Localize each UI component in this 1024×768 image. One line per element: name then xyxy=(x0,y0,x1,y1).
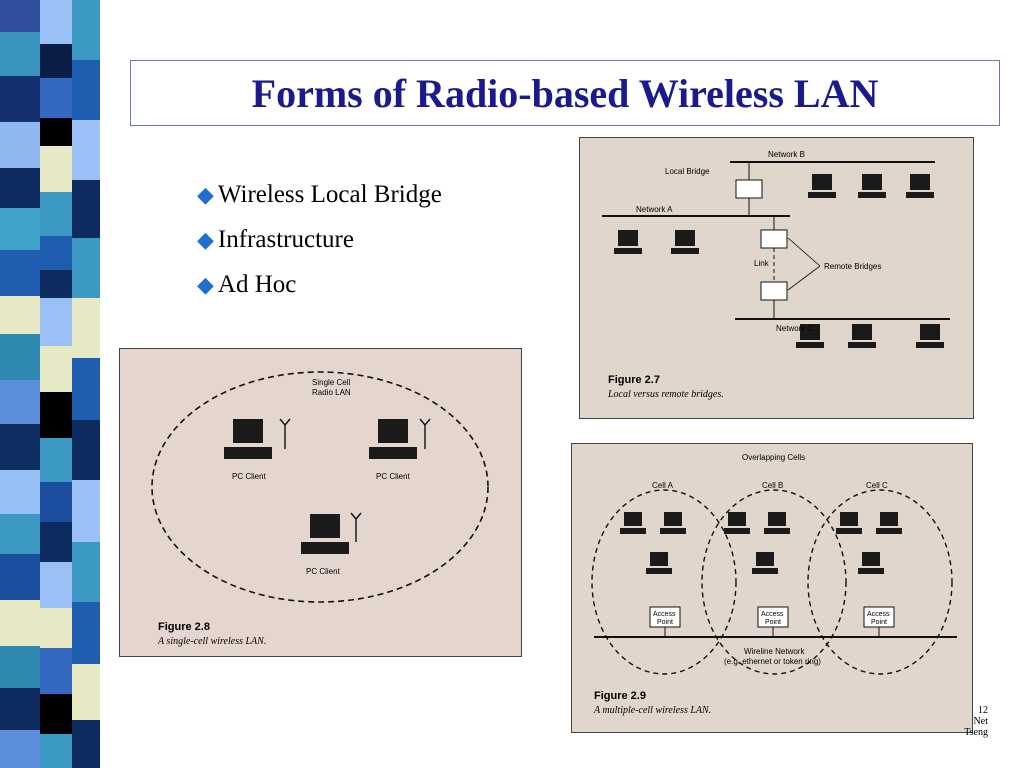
figure-multi-cell-scan: Overlapping Cells Cell A Cell B Cell C A… xyxy=(571,443,973,733)
pc-client-label: PC Client xyxy=(232,472,267,481)
network-a-label: Network A xyxy=(636,205,673,214)
access-point-label: Point xyxy=(871,619,887,626)
pc-client-label: PC Client xyxy=(376,472,411,481)
decorative-stripe-bar xyxy=(0,0,100,768)
bullet-item: ◆ Wireless Local Bridge xyxy=(197,172,442,217)
local-bridge-label: Local Bridge xyxy=(665,167,710,176)
slide-number: 12 xyxy=(978,705,988,716)
cell-a-label: Cell A xyxy=(652,481,674,490)
link-label: Link xyxy=(754,259,770,268)
figure-caption: Local versus remote bridges. xyxy=(607,389,724,400)
figure-number: Figure 2.9 xyxy=(594,690,646,702)
slide-footer: 12 Net Tseng xyxy=(964,705,988,738)
wireline-network-label: Wireline Network xyxy=(744,647,805,656)
bullet-item: ◆ Infrastructure xyxy=(197,217,442,262)
bullet-item: ◆ Ad Hoc xyxy=(197,262,442,307)
figure-single-cell-scan: Single Cell Radio LAN PC Client PC Clien… xyxy=(119,348,522,657)
network-b-label: Network B xyxy=(768,150,805,159)
figure-bridges-scan: Network B Local Bridge Network A Link Re… xyxy=(579,137,974,419)
bullet-label: Wireless Local Bridge xyxy=(217,181,442,208)
remote-bridges-label: Remote Bridges xyxy=(824,262,881,271)
figure-caption: A single-cell wireless LAN. xyxy=(157,636,266,647)
access-point-label: Access xyxy=(761,611,784,618)
overlapping-cells-label: Overlapping Cells xyxy=(742,453,805,462)
diamond-bullet-icon: ◆ xyxy=(197,227,214,252)
radio-lan-label: Radio LAN xyxy=(312,388,351,397)
bullet-label: Ad Hoc xyxy=(217,271,297,298)
figure-bridges-image: Network B Local Bridge Network A Link Re… xyxy=(580,138,973,418)
title-box: Forms of Radio-based Wireless LAN xyxy=(130,60,1000,126)
figure-number: Figure 2.7 xyxy=(608,374,660,386)
figure-caption: A multiple-cell wireless LAN. xyxy=(593,705,711,716)
bullet-label: Infrastructure xyxy=(217,226,354,253)
diamond-bullet-icon: ◆ xyxy=(197,272,214,297)
bullet-list: ◆ Wireless Local Bridge ◆ Infrastructure… xyxy=(197,172,442,307)
access-point-label: Access xyxy=(653,611,676,618)
single-cell-label: Single Cell xyxy=(312,378,350,387)
network-c-label: Network C xyxy=(776,324,814,333)
figure-multi-cell-image: Overlapping Cells Cell A Cell B Cell C A… xyxy=(572,444,972,732)
access-point-label: Point xyxy=(765,619,781,626)
page-title: Forms of Radio-based Wireless LAN xyxy=(251,70,879,116)
access-point-label: Access xyxy=(867,611,890,618)
access-point-label: Point xyxy=(657,619,673,626)
wireline-sub-label: (e.g. ethernet or token ring) xyxy=(724,657,821,666)
figure-number: Figure 2.8 xyxy=(158,621,210,633)
diamond-bullet-icon: ◆ xyxy=(197,182,214,207)
pc-client-label: PC Client xyxy=(306,567,341,576)
cell-c-label: Cell C xyxy=(866,481,888,490)
figure-single-cell-image: Single Cell Radio LAN PC Client PC Clien… xyxy=(120,349,521,656)
cell-b-label: Cell B xyxy=(762,481,783,490)
footer-author: Tseng xyxy=(964,727,988,738)
footer-course: Net xyxy=(973,716,988,727)
